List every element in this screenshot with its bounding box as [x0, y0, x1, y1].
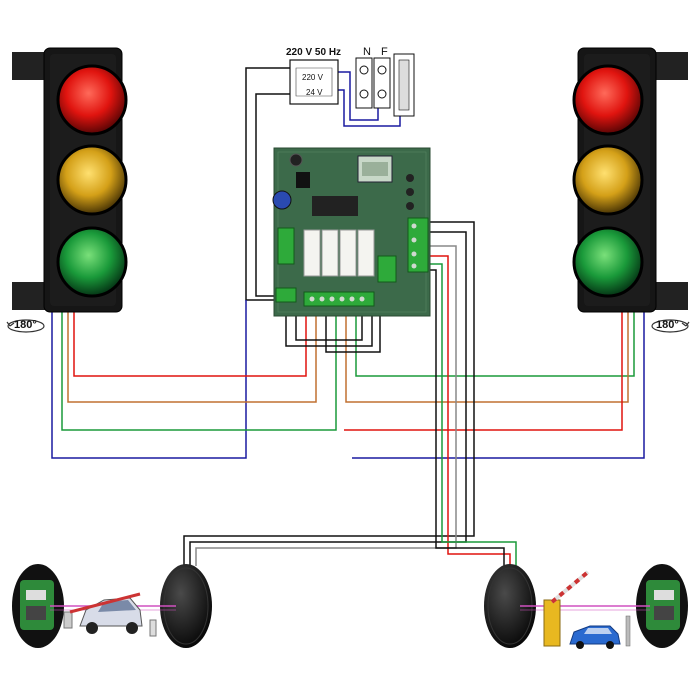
barrier-gate-right — [543, 570, 590, 647]
board-terminal-power — [275, 287, 297, 303]
barrier-left — [63, 592, 157, 637]
wire-board-black-a — [285, 310, 373, 347]
car-right — [569, 625, 621, 649]
board-buttons — [406, 174, 414, 210]
board-capacitor-small — [289, 153, 303, 167]
supply-title: 220 V 50 Hz — [286, 47, 341, 58]
power-supply: 220 V 50 Hz 220 V 24 V N F — [286, 46, 415, 117]
photocell-receiver-left — [12, 564, 64, 648]
transformer-box — [289, 59, 339, 105]
board-terminal-bottom — [303, 291, 375, 307]
traffic-light-left: 180° — [6, 47, 128, 333]
wire-supply-black-2 — [255, 93, 292, 297]
wire-left-green — [61, 310, 337, 431]
wire-left-blue — [51, 250, 247, 459]
board-capacitor-black — [296, 172, 310, 188]
green-lamp-right — [572, 226, 644, 298]
wires — [51, 67, 645, 566]
transformer-secondary-label: 24 V — [306, 88, 323, 97]
wire-left-red — [73, 310, 307, 377]
wire-photo-green — [428, 263, 517, 566]
wire-supply-blue-2 — [336, 89, 401, 127]
wire-left-brown — [67, 310, 317, 403]
wire-right-brown — [345, 310, 629, 403]
rotate-icon-right — [651, 319, 690, 333]
wire-photo-black-1 — [183, 221, 475, 566]
post-right — [625, 615, 631, 647]
wire-photo-red — [428, 255, 511, 566]
wire-right-red — [344, 310, 623, 431]
board-relays — [303, 229, 375, 277]
red-lamp-left — [56, 64, 128, 136]
photocell-receiver-right — [636, 564, 688, 648]
rotate-icon-left — [6, 319, 45, 333]
wire-right-blue — [352, 250, 645, 459]
rotation-label-left: 180° — [14, 319, 37, 331]
green-lamp-left — [56, 226, 128, 298]
terminal-n-label: N — [363, 46, 371, 58]
board-terminal-left — [277, 227, 295, 265]
wire-right-green — [355, 310, 635, 377]
wire-board-black-b — [295, 310, 363, 341]
traffic-light-right: 180° — [572, 47, 690, 333]
red-lamp-right — [572, 64, 644, 136]
mains-terminal-block — [355, 53, 415, 117]
board-chip — [312, 196, 358, 216]
board-terminal-right — [407, 217, 429, 273]
control-board — [272, 147, 431, 317]
wire-board-black-c — [325, 310, 381, 353]
car-left — [79, 597, 143, 634]
board-capacitor-large — [272, 190, 292, 210]
rotation-label-right: 180° — [656, 319, 679, 331]
board-terminal-mid — [377, 255, 397, 283]
wire-supply-blue-1 — [336, 71, 379, 121]
amber-lamp-right — [572, 144, 644, 216]
wire-supply-black-1 — [245, 67, 292, 301]
terminal-f-label: F — [381, 46, 388, 58]
transformer-primary-label: 220 V — [302, 73, 324, 82]
wire-photo-black-3 — [428, 269, 505, 566]
amber-lamp-left — [56, 144, 128, 216]
